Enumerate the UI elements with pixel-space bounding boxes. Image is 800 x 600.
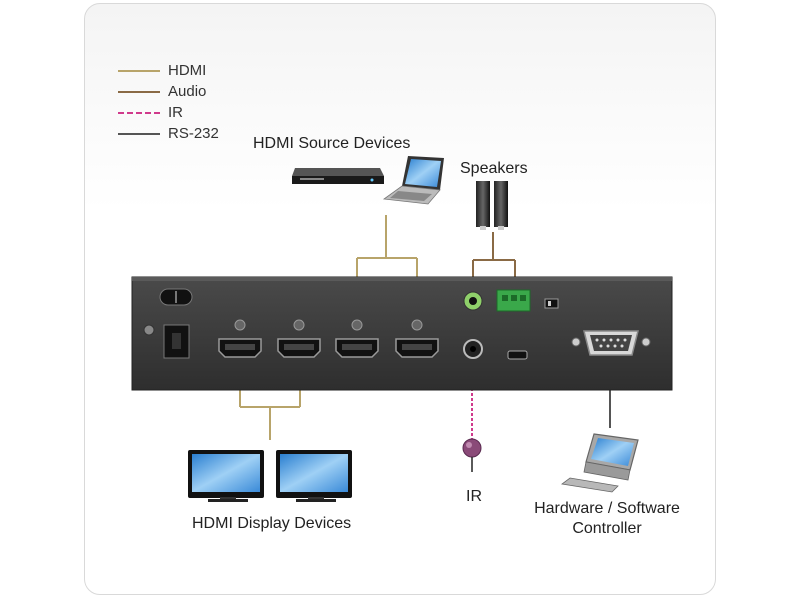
hdmi-input-port-1 xyxy=(335,319,379,358)
label-controller-line2: Controller xyxy=(572,520,642,537)
label-hdmi-display-devices: HDMI Display Devices xyxy=(192,515,352,532)
audio-terminal-block-icon xyxy=(496,289,531,312)
hdmi-output-port-2 xyxy=(277,319,321,358)
legend-item-rs232: RS-232 xyxy=(118,123,219,144)
legend-line-audio xyxy=(118,90,160,93)
ir-receiver-icon xyxy=(462,438,482,472)
label-speakers: Speakers xyxy=(460,160,528,177)
power-jack-icon xyxy=(163,324,190,359)
legend-label-ir: IR xyxy=(168,104,183,121)
legend: HDMI Audio IR RS-232 xyxy=(118,60,219,144)
monitor-icon xyxy=(188,450,264,502)
speakers-icon xyxy=(476,181,508,230)
controller-computer-icon xyxy=(561,433,639,493)
usb-port-icon xyxy=(507,350,528,360)
legend-line-ir xyxy=(118,111,160,114)
label-controller-line1: Hardware / Software xyxy=(534,500,680,517)
legend-label-hdmi: HDMI xyxy=(168,62,207,79)
matrix-switch-rear-panel xyxy=(131,276,673,391)
monitor-icon xyxy=(276,450,352,502)
hdmi-input-port-2 xyxy=(395,319,439,358)
laptop-icon xyxy=(382,156,444,205)
legend-item-audio: Audio xyxy=(118,81,219,102)
legend-item-hdmi: HDMI xyxy=(118,60,219,81)
label-hdmi-source-devices: HDMI Source Devices xyxy=(253,135,411,152)
legend-line-rs232 xyxy=(118,132,160,135)
rs232-port-icon xyxy=(571,330,651,356)
ground-screw-icon xyxy=(143,324,155,336)
dvd-player-icon xyxy=(292,168,384,184)
legend-line-hdmi xyxy=(118,69,160,72)
legend-item-ir: IR xyxy=(118,102,219,123)
dip-switch-icon xyxy=(544,298,559,309)
label-controller: Hardware / Software Controller xyxy=(530,500,684,538)
power-switch-icon xyxy=(159,288,193,306)
label-ir: IR xyxy=(466,488,482,505)
audio-cables xyxy=(472,232,516,292)
hdmi-source-cables xyxy=(356,215,418,303)
legend-label-audio: Audio xyxy=(168,83,207,100)
hdmi-output-port-1 xyxy=(218,319,262,358)
legend-label-rs232: RS-232 xyxy=(168,125,219,142)
audio-jack-icon xyxy=(463,291,483,311)
ir-jack-icon xyxy=(463,339,483,359)
